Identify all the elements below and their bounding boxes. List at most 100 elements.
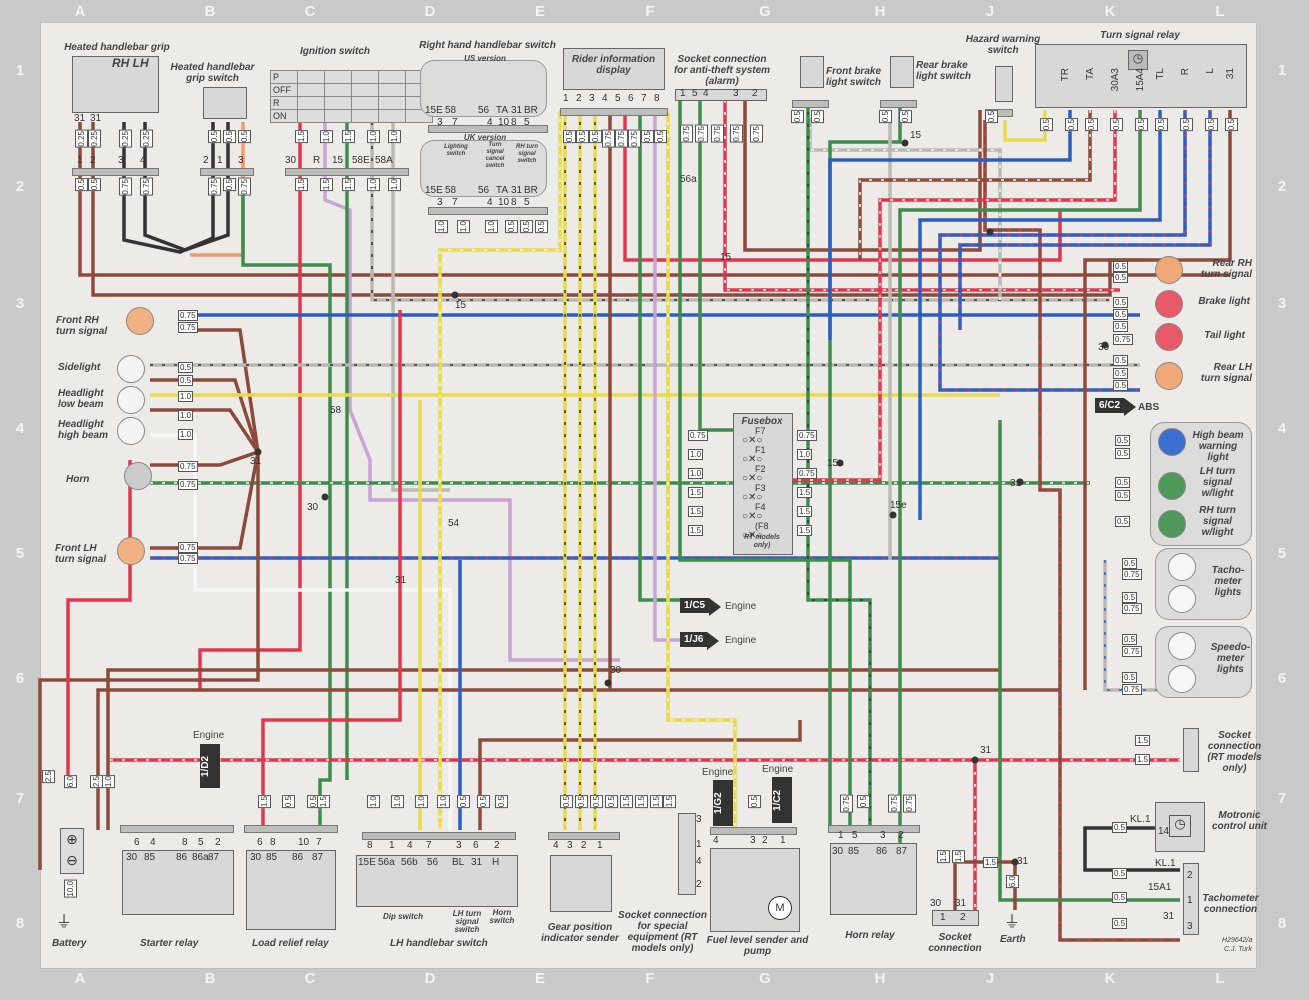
- wire-size: 1.0: [688, 449, 704, 460]
- wire-size: 1.0: [391, 795, 404, 809]
- column-label-bottom: E: [534, 970, 545, 987]
- column-label-top: C: [304, 3, 316, 20]
- pin: 2: [494, 840, 500, 851]
- battery-box: ⊕⊖: [60, 828, 84, 874]
- pin: 2: [898, 830, 904, 841]
- wire-size: 1.0: [688, 468, 704, 479]
- pin: 3: [589, 93, 595, 104]
- wire-size: 0.5: [985, 110, 998, 124]
- node-label: 54: [448, 518, 460, 529]
- wire-black: [122, 122, 215, 254]
- wire-brown: [38, 452, 260, 870]
- fuse-label: F3: [755, 483, 766, 493]
- wire-brown: [858, 110, 1092, 260]
- earth-node: 31: [1017, 856, 1029, 867]
- pin: 5: [198, 837, 204, 848]
- pin: 87: [312, 852, 324, 863]
- socket-conn-title: Socket connection: [928, 932, 982, 954]
- pin: 1: [940, 912, 946, 923]
- socket-rt-box: [1183, 728, 1199, 772]
- relay-pin-label: R: [1180, 68, 1191, 76]
- wire-size: 0.75: [688, 430, 708, 441]
- relay-pin-label: TL: [1155, 68, 1166, 80]
- row-label-right: 5: [1277, 545, 1287, 562]
- wire-size: 0.5: [811, 110, 824, 124]
- pin: 3: [456, 840, 462, 851]
- turn-relay-title: Turn signal relay: [1100, 30, 1180, 41]
- speedo-lights-label: Speedo-meter lights: [1210, 642, 1251, 675]
- rh-turn-switch-label: RH turn signal switch: [516, 144, 538, 164]
- node-label: 15e: [890, 500, 907, 511]
- wire-size: 1.5: [1135, 735, 1151, 746]
- wire-size: 0.5: [1115, 516, 1131, 527]
- column-label-bottom: A: [74, 970, 86, 987]
- wire-size: 0.75: [628, 130, 641, 148]
- c5-engine-label: Engine: [725, 601, 757, 612]
- connector-bar: [428, 125, 548, 133]
- wire-size: 0.5: [1085, 118, 1098, 132]
- node-label: 31: [1010, 478, 1022, 489]
- headlight-high-label: Headlight high beam: [58, 419, 109, 441]
- horn-icon: [124, 462, 152, 490]
- g2-engine-label: Engine: [702, 767, 734, 778]
- wire-size: 1.5: [937, 850, 950, 864]
- bulb-icon: [1168, 665, 1196, 693]
- wire-size: 0.5: [520, 220, 533, 234]
- column-label-top: H: [874, 3, 886, 20]
- wire-size: 0.75: [695, 125, 708, 143]
- pin: 15E: [425, 185, 443, 196]
- fusebox-box: [733, 413, 793, 555]
- pin: 56b: [401, 857, 418, 868]
- pin: 6: [257, 837, 263, 848]
- pin: 8: [511, 117, 517, 128]
- pin: 56: [478, 105, 490, 116]
- node-label: 31: [980, 745, 992, 756]
- fuse-label: F4: [755, 502, 766, 512]
- fuse-label: (F8: [755, 521, 769, 531]
- column-label-top: K: [1104, 3, 1116, 20]
- lh-switch-box: [356, 855, 518, 907]
- wire-size: 0.25: [88, 130, 101, 148]
- wire-green: [638, 110, 680, 602]
- wire-size: 0.5: [1122, 672, 1138, 683]
- wire-size: 1.5: [797, 525, 813, 536]
- special-socket-box: [678, 813, 696, 895]
- wire-size: 10.0: [64, 880, 77, 898]
- column-label-bottom: G: [759, 970, 771, 987]
- fuse-icon: ○✕○: [742, 511, 763, 522]
- pin: 4: [140, 155, 146, 166]
- connector-bar: [200, 168, 254, 176]
- pin: 31: [74, 113, 86, 124]
- pin: 30: [250, 852, 262, 863]
- bulb-icon: [1155, 362, 1183, 390]
- bulb-icon: [1168, 632, 1196, 660]
- c5-connector-arrow: 1/C5: [680, 598, 722, 616]
- sidelight-label: Sidelight: [58, 362, 101, 373]
- tacho-lights-label: Tacho-meter lights: [1211, 565, 1245, 598]
- wire-size: 0.5: [1113, 355, 1129, 366]
- wire-size: 0.5: [1113, 309, 1129, 320]
- horn-relay-title: Horn relay: [845, 930, 895, 941]
- row-label-right: 7: [1277, 790, 1287, 807]
- wire-size: 0.75: [178, 479, 198, 490]
- wire-size: 0.5: [1115, 490, 1131, 501]
- fuse-label: F2: [755, 464, 766, 474]
- wire-size: 0.75: [680, 125, 693, 143]
- pin: 1: [597, 840, 603, 851]
- tacho-conn-box: [1183, 863, 1199, 935]
- wire-size: 0.5: [75, 178, 88, 192]
- wire-size: 0.5: [1112, 868, 1128, 879]
- wire-size: 1.5: [952, 850, 965, 864]
- junction-dot: [321, 493, 329, 501]
- front-lh-turn-label: Front LH turn signal: [55, 543, 107, 565]
- wire-size: 0.5: [505, 220, 518, 234]
- wire-size: 1.5: [295, 178, 308, 192]
- column-label-bottom: J: [985, 970, 995, 987]
- pin: 2: [1187, 870, 1193, 881]
- wire-red: [66, 460, 132, 780]
- pin: 2: [90, 155, 96, 166]
- wire-size: 0.5: [223, 178, 236, 192]
- pin: 30: [126, 852, 138, 863]
- connector-bar: [560, 108, 668, 116]
- wire-size: 0.5: [857, 795, 870, 809]
